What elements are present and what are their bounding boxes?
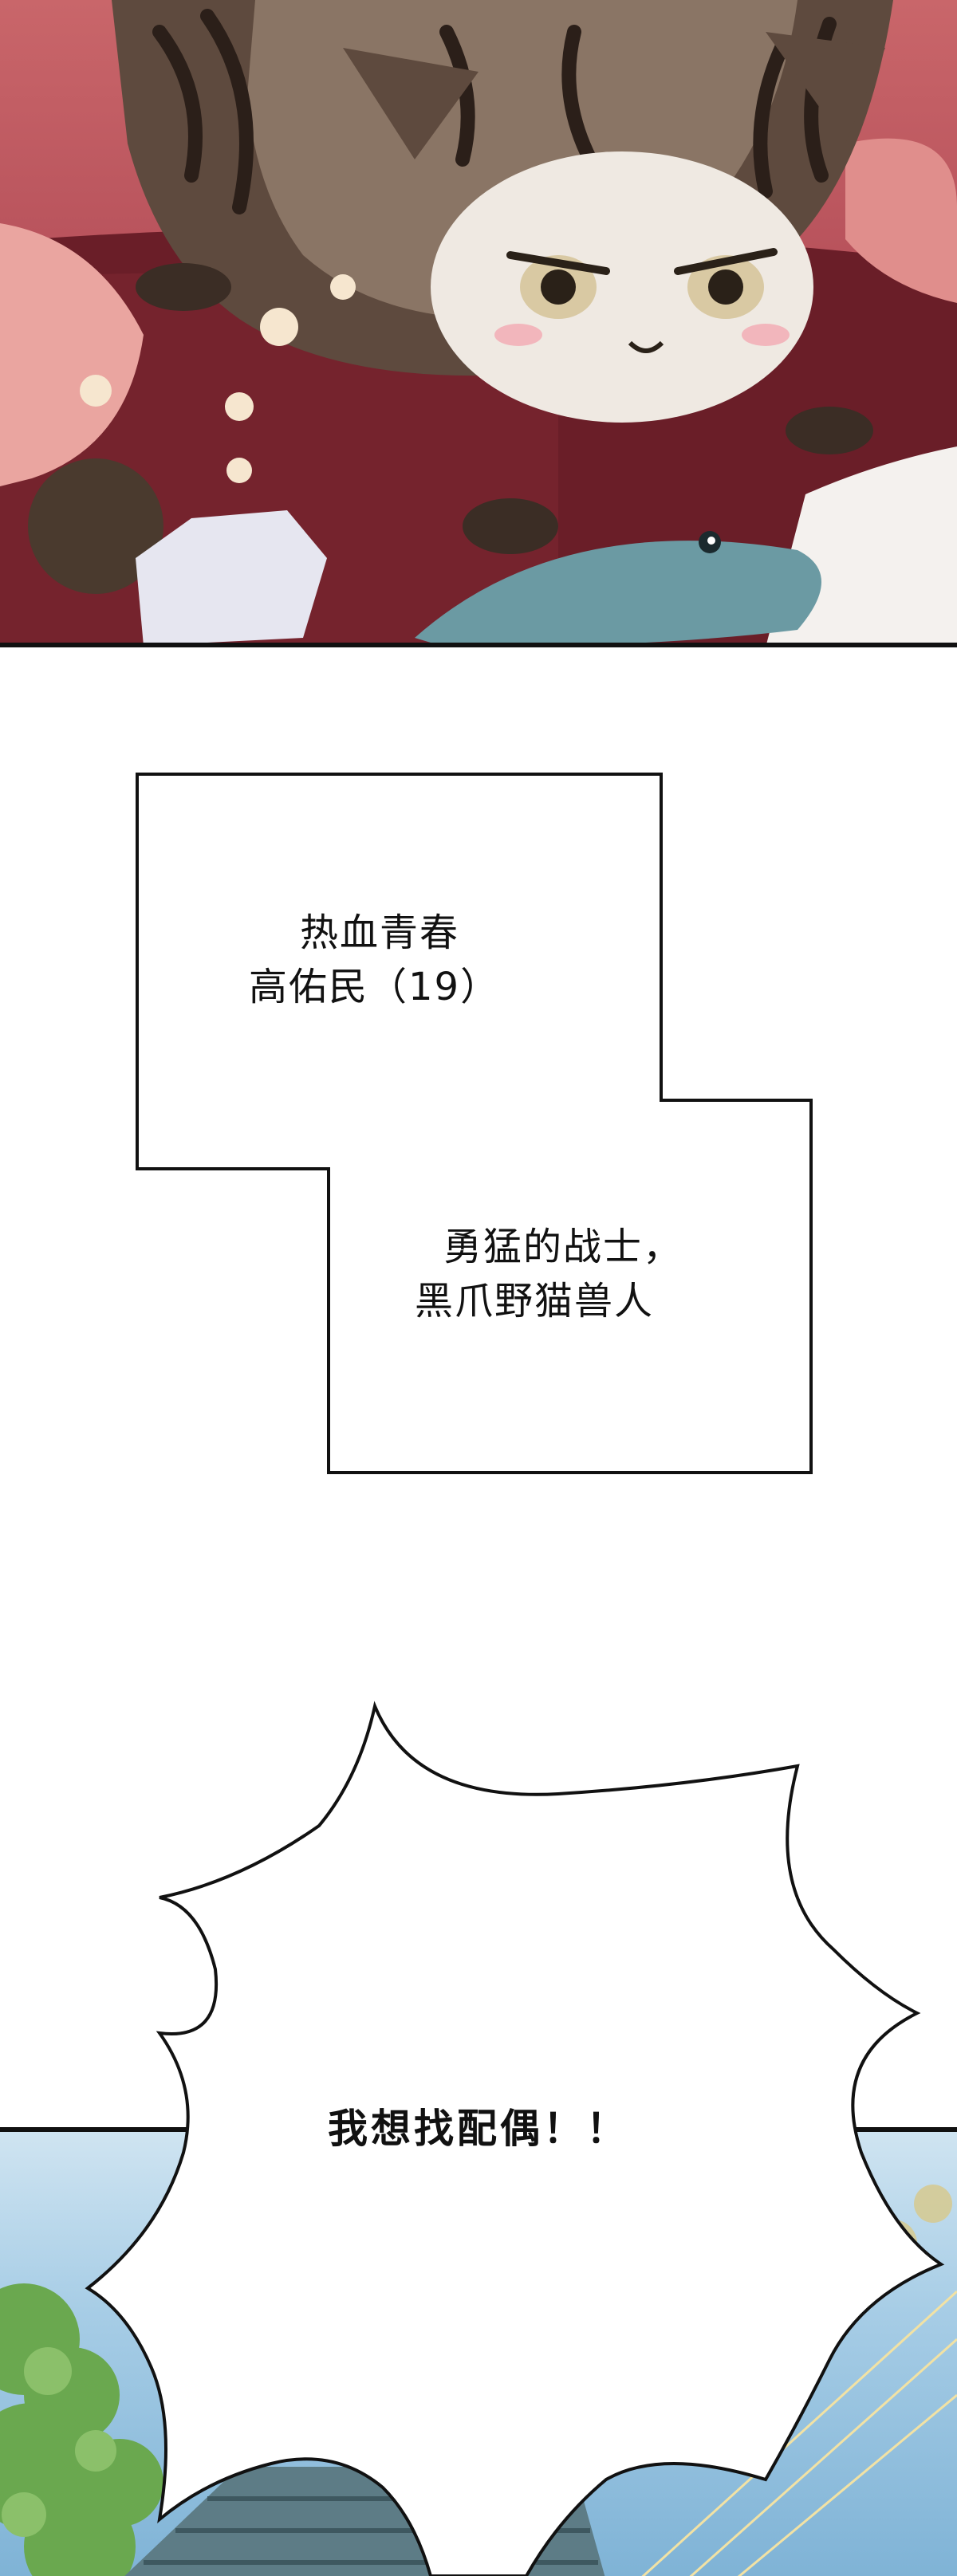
narration-line-1: 热血青春	[300, 910, 460, 955]
narration-line-3: 勇猛的战士，	[443, 1225, 683, 1269]
narration-caption-identity: 勇猛的战士， 黑爪野猫兽人	[415, 1220, 683, 1328]
narration-caption-intro: 热血青春 高佑民（19）	[249, 906, 500, 1014]
narration-line-4: 黑爪野猫兽人	[415, 1279, 655, 1323]
speech-text: 我想找配偶！！	[328, 2106, 629, 2152]
speech-burst-bubble	[85, 1701, 945, 2576]
narration-line-2: 高佑民（19）	[249, 965, 501, 1009]
cat-scene-illustration	[0, 0, 957, 643]
top-panel-illustration	[0, 0, 957, 647]
